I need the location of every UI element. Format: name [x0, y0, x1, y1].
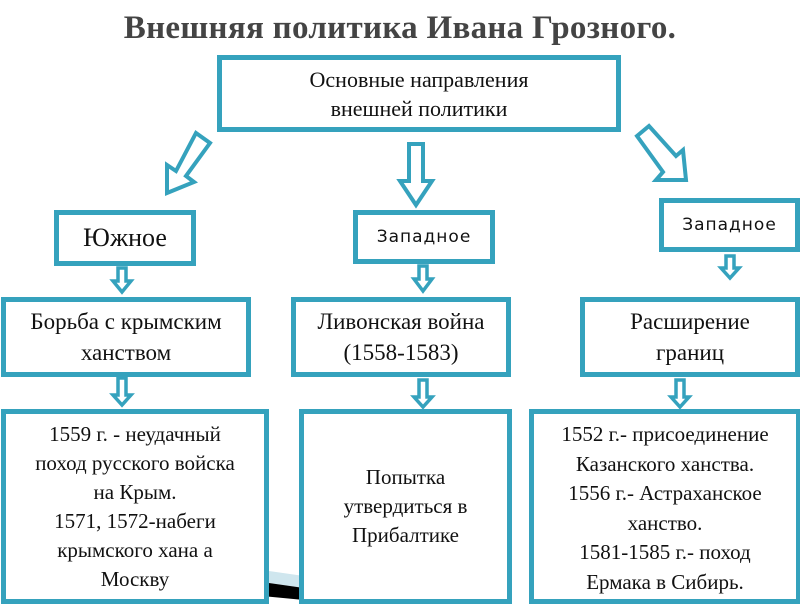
direction-label: Южное: [83, 223, 167, 252]
arrow-down-small-icon: [410, 264, 436, 294]
arrow-down-small-icon: [109, 266, 135, 295]
arrow-down-left-icon: [165, 130, 213, 196]
direction-south-box: Южное: [54, 210, 196, 266]
details-line: 1571, 1572-набеги: [54, 509, 216, 533]
details-line: Попытка: [365, 465, 446, 489]
direction-label: Западное: [682, 215, 777, 235]
details-line: поход русского войска: [35, 451, 235, 475]
details-box-east: 1552 г.- присоединение Казанского ханств…: [529, 409, 800, 604]
decorative-shape: [262, 560, 304, 600]
root-line: внешней политики: [330, 95, 508, 121]
arrow-down-small-icon: [410, 378, 436, 410]
details-line: Казанского ханства.: [575, 451, 755, 476]
root-box: Основные направления внешней политики: [217, 55, 621, 132]
details-line: 1581-1585 г.- поход: [579, 540, 751, 564]
details-line: ханство.: [627, 510, 703, 535]
topic-line: ханством: [80, 340, 172, 365]
arrow-down-icon: [396, 142, 436, 209]
arrow-down-small-icon: [717, 254, 743, 281]
topic-box-crimea: Борьба с крымским ханством: [1, 297, 251, 377]
direction-west-box-2: Западное: [659, 198, 800, 252]
details-line: крымского хана а: [57, 538, 213, 562]
topic-box-livonian-war: Ливонская война (1558-1583): [291, 297, 511, 377]
topic-line: Расширение: [630, 309, 750, 334]
details-line: Москву: [100, 567, 170, 591]
details-line: Ермака в Сибирь.: [586, 569, 744, 594]
details-line: 1552 г.- присоединение: [561, 422, 769, 446]
arrow-down-right-icon: [634, 123, 689, 182]
page-title: Внешняя политика Ивана Грозного.: [123, 10, 677, 46]
topic-line: Борьба с крымским: [30, 309, 222, 334]
direction-west-box: Западное: [353, 210, 495, 264]
arrow-down-small-icon: [667, 378, 693, 410]
topic-line: (1558-1583): [343, 340, 459, 365]
details-box-west: Попытка утвердиться в Прибалтике: [299, 409, 512, 604]
topic-line: Ливонская война: [317, 309, 485, 334]
topic-box-borders: Расширение границ: [580, 297, 800, 377]
arrow-down-small-icon: [109, 376, 135, 408]
details-line: 1556 г.- Астраханское: [568, 481, 762, 505]
details-line: утвердиться в: [343, 494, 468, 518]
details-line: 1559 г. - неудачный: [49, 422, 221, 446]
details-box-south: 1559 г. - неудачный поход русского войск…: [1, 409, 269, 604]
direction-label: Западное: [376, 227, 472, 247]
root-line: Основные направления: [309, 66, 529, 92]
details-line: на Крым.: [93, 480, 177, 504]
topic-line: границ: [655, 340, 725, 365]
details-line: Прибалтике: [352, 523, 459, 547]
